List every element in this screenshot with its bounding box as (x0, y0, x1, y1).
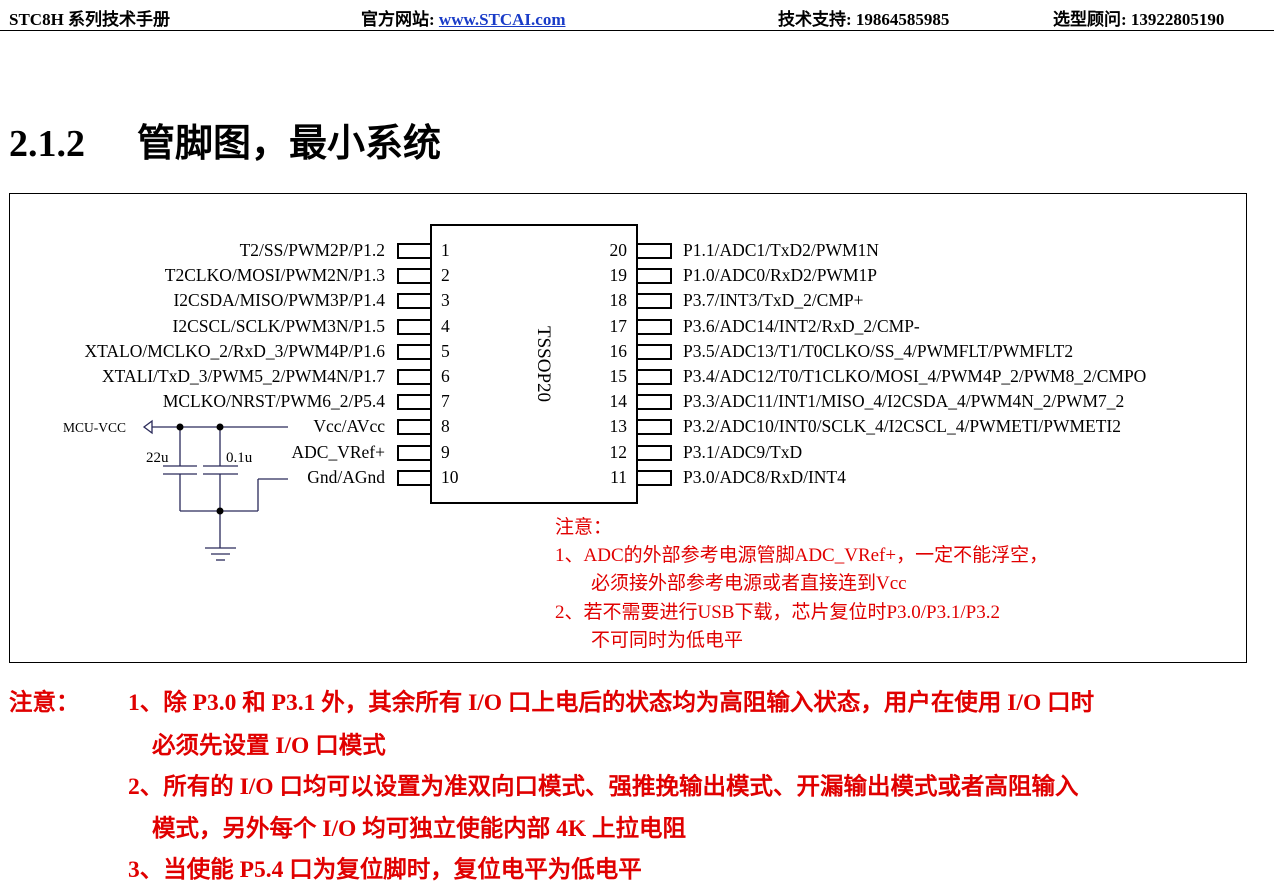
pin-box (397, 369, 431, 385)
pin-box (638, 419, 672, 436)
pin-box (397, 243, 431, 259)
pin-name-left: ADC_VRef+ (291, 441, 385, 462)
pin-number-left: 8 (441, 416, 450, 437)
pin-name-right: P3.2/ADC10/INT0/SCLK_4/I2CSCL_4/PWMETI/P… (683, 416, 1121, 437)
note-item: 必须先设置 I/O 口模式 (152, 733, 386, 759)
pin-box (397, 419, 431, 436)
cap2-label: 0.1u (226, 450, 253, 466)
pin-box (638, 444, 672, 461)
pin-box (638, 394, 672, 411)
ground-icon (205, 547, 236, 561)
pin-box (638, 343, 672, 360)
pin-number-left: 7 (441, 391, 450, 412)
tech-support: 技术支持: 19864585985 (778, 10, 950, 29)
header-divider (0, 30, 1274, 31)
pin-number-right: 18 (609, 290, 628, 311)
pin-box (397, 469, 431, 486)
diagram-notes-title: 注意： (555, 517, 613, 538)
section-title: 管脚图，最小系统 (137, 123, 442, 165)
pin-name-left: T2/SS/PWM2P/P1.2 (239, 240, 385, 260)
pin-number-right: 20 (609, 240, 628, 260)
pin-box (638, 318, 672, 335)
cap1-label: 22u (146, 450, 169, 466)
pin-number-right: 12 (609, 441, 628, 462)
pin-name-right: P1.0/ADC0/RxD2/PWM1P (683, 265, 877, 286)
pin-box (638, 268, 672, 285)
chip-body (430, 224, 638, 504)
note-item: 1、除 P3.0 和 P3.1 外，其余所有 I/O 口上电后的状态均为高阻输入… (128, 690, 1095, 716)
vcc-label: MCU-VCC (63, 420, 127, 435)
pin-number-right: 14 (609, 391, 628, 412)
pin-box (397, 343, 431, 360)
diagram-note: 必须接外部参考电源或者直接连到Vcc (591, 573, 907, 594)
pin-number-right: 11 (610, 466, 627, 487)
pin-name-right: P3.4/ADC12/T0/T1CLKO/MOSI_4/PWM4P_2/PWM8… (683, 366, 1147, 386)
pin-box (638, 293, 672, 310)
pin-name-left: XTALO/MCLKO_2/RxD_3/PWM4P/P1.6 (84, 340, 386, 361)
pin-number-right: 17 (609, 315, 628, 336)
vcc-arrow-icon (142, 419, 153, 435)
pin-name-left: XTALI/TxD_3/PWM5_2/PWM4N/P1.7 (102, 366, 385, 386)
website-link[interactable]: www.STCAI.com (438, 10, 566, 29)
pin-number-left: 4 (441, 315, 450, 336)
pin-number-left: 9 (441, 441, 450, 462)
pin-name-left: I2CSCL/SCLK/PWM3N/P1.5 (172, 315, 385, 336)
note-item: 模式，另外每个 I/O 均可独立使能内部 4K 上拉电阻 (152, 816, 686, 842)
section-number: 2.1.2 (9, 123, 85, 165)
pin-name-right: P3.6/ADC14/INT2/RxD_2/CMP- (683, 315, 920, 336)
pin-number-right: 19 (609, 265, 628, 286)
pin-name-left: Gnd/AGnd (307, 466, 385, 487)
diagram-note: 1、ADC的外部参考电源管脚ADC_VRef+，一定不能浮空， (555, 545, 1049, 566)
pin-box (397, 293, 431, 310)
pin-number-left: 3 (441, 290, 450, 311)
pin-number-left: 10 (441, 466, 459, 487)
pin-box (638, 469, 672, 486)
diagram-note: 2、若不需要进行USB下载，芯片复位时P3.0/P3.1/P3.2 (555, 602, 1000, 623)
pin-name-left: I2CSDA/MISO/PWM3P/P1.4 (173, 290, 385, 311)
pin-box (397, 268, 431, 285)
section-heading: 2.1.2 管脚图，最小系统 (9, 112, 441, 167)
pin-box (397, 444, 431, 461)
pin-name-right: P3.3/ADC11/INT1/MISO_4/I2CSDA_4/PWM4N_2/… (683, 391, 1125, 412)
note-item: 2、所有的 I/O 口均可以设置为准双向口模式、强推挽输出模式、开漏输出模式或者… (128, 774, 1079, 800)
pin-number-right: 15 (609, 366, 628, 386)
pin-box (397, 318, 431, 335)
pin-number-left: 5 (441, 340, 450, 361)
note-item: 3、当使能 P5.4 口为复位脚时，复位电平为低电平 (128, 857, 642, 883)
manual-title: STC8H 系列技术手册 (9, 10, 171, 29)
notes-title: 注意： (9, 690, 80, 716)
pin-box (638, 243, 672, 259)
pin-name-right: P3.5/ADC13/T1/T0CLKO/SS_4/PWMFLT/PWMFLT2 (683, 340, 1074, 361)
website: 官方网站: www.STCAI.com (361, 5, 565, 30)
pin-name-right: P3.0/ADC8/RxD/INT4 (683, 466, 846, 487)
pin-box (397, 394, 431, 411)
pin-name-left: T2CLKO/MOSI/PWM2N/P1.3 (164, 265, 385, 286)
pin-number-right: 13 (609, 416, 628, 437)
pin-number-left: 2 (441, 265, 450, 286)
pin-number-right: 16 (609, 340, 628, 361)
diagram-note: 不可同时为低电平 (591, 630, 744, 651)
pin-name-right: P3.1/ADC9/TxD (683, 441, 803, 462)
pinout-diagram-frame (9, 193, 1247, 663)
pin-box (638, 369, 672, 385)
sales-contact: 选型顾问: 13922805190 (1053, 10, 1225, 29)
pin-number-left: 6 (441, 366, 450, 386)
pin-name-left: MCLKO/NRST/PWM6_2/P5.4 (162, 391, 385, 412)
pin-name-right: P1.1/ADC1/TxD2/PWM1N (683, 240, 879, 260)
pin-number-left: 1 (441, 240, 450, 260)
pin-name-left: Vcc/AVcc (313, 416, 385, 437)
pin-name-right: P3.7/INT3/TxD_2/CMP+ (683, 290, 864, 311)
website-label: 官方网站: (361, 10, 439, 29)
